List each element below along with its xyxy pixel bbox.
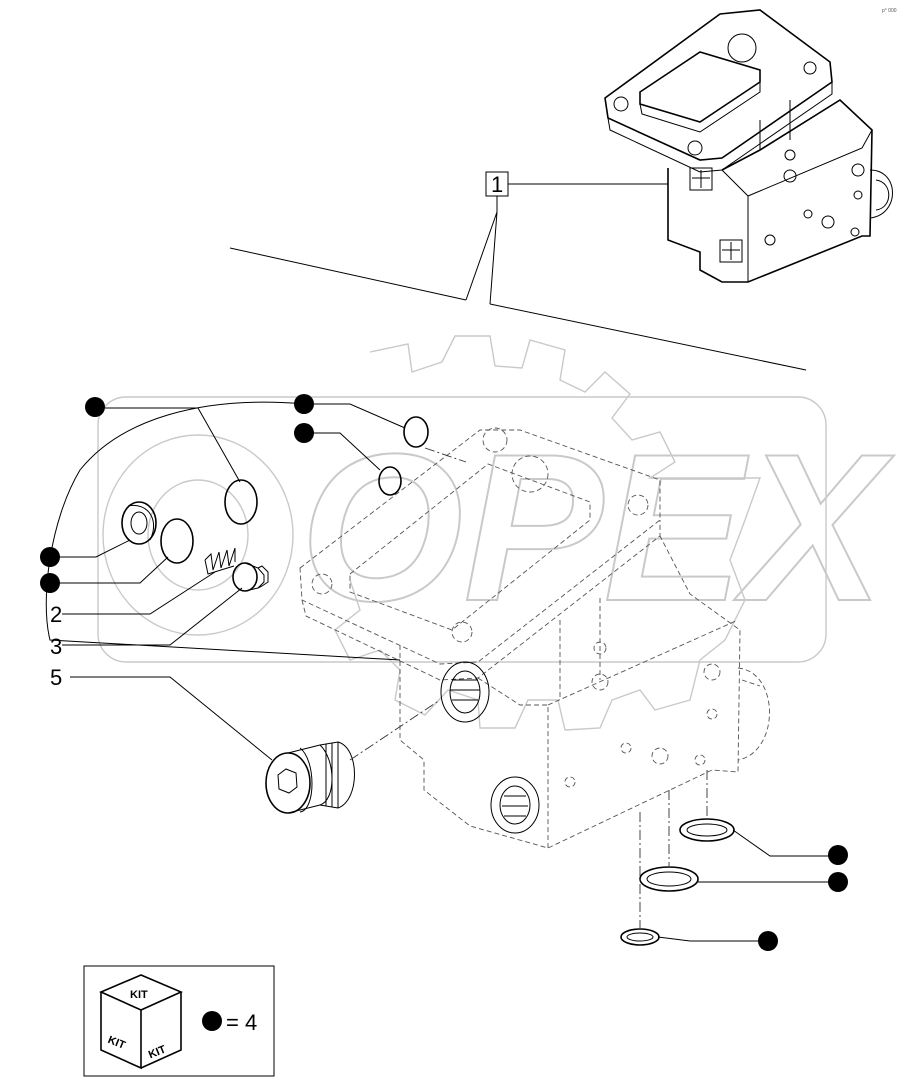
kit-legend-equals: = 4 [226,1010,257,1035]
plug-5 [265,699,441,814]
kit-dot [294,394,314,414]
kit-dots [40,394,848,951]
spring-2 [204,547,236,575]
watermark-gear [334,335,761,731]
kit-cube-left-label: KIT [106,1034,127,1052]
valve-assembly-top [604,9,893,283]
watermark: OPEX [97,335,895,731]
watermark-letter-o [102,434,294,636]
o-ring-left [160,518,194,564]
o-ring-upper [224,479,258,525]
valve-body-exploded [299,427,770,849]
seal-washer [121,501,157,545]
callout-3: 3 [50,634,62,659]
kit-dot [294,423,314,443]
kit-legend: KIT KIT KIT = 4 [83,965,275,1077]
kit-legend-box [83,965,275,1077]
kit-legend-dot [202,1011,222,1031]
kit-cube-icon: KIT KIT KIT [99,974,183,1070]
corner-mark: p° 000 [882,8,897,14]
kit-dot [40,573,60,593]
callout-1-label: 1 [491,172,503,197]
section-line-right [489,303,807,371]
kit-cube-right-label: KIT [147,1043,168,1061]
o-ring-bottom-2 [639,866,699,892]
kit-dot [828,872,848,892]
o-ring-top-2 [378,466,402,496]
kit-dot [758,931,778,951]
kit-dot [40,547,60,567]
kit-dot [828,845,848,865]
leader-lines [45,401,838,942]
watermark-text: OPEX [300,410,894,645]
valve-3 [232,562,269,592]
kit-cube-top-label: KIT [130,989,148,1001]
o-ring-top-1 [403,416,429,448]
kit-dot [85,397,105,417]
callout-2: 2 [50,602,62,627]
bottom-o-rings [620,770,735,946]
callout-1: 1 [465,171,668,305]
section-line-left [229,247,467,301]
callout-5: 5 [50,665,62,690]
o-ring-bottom-1 [679,818,735,842]
